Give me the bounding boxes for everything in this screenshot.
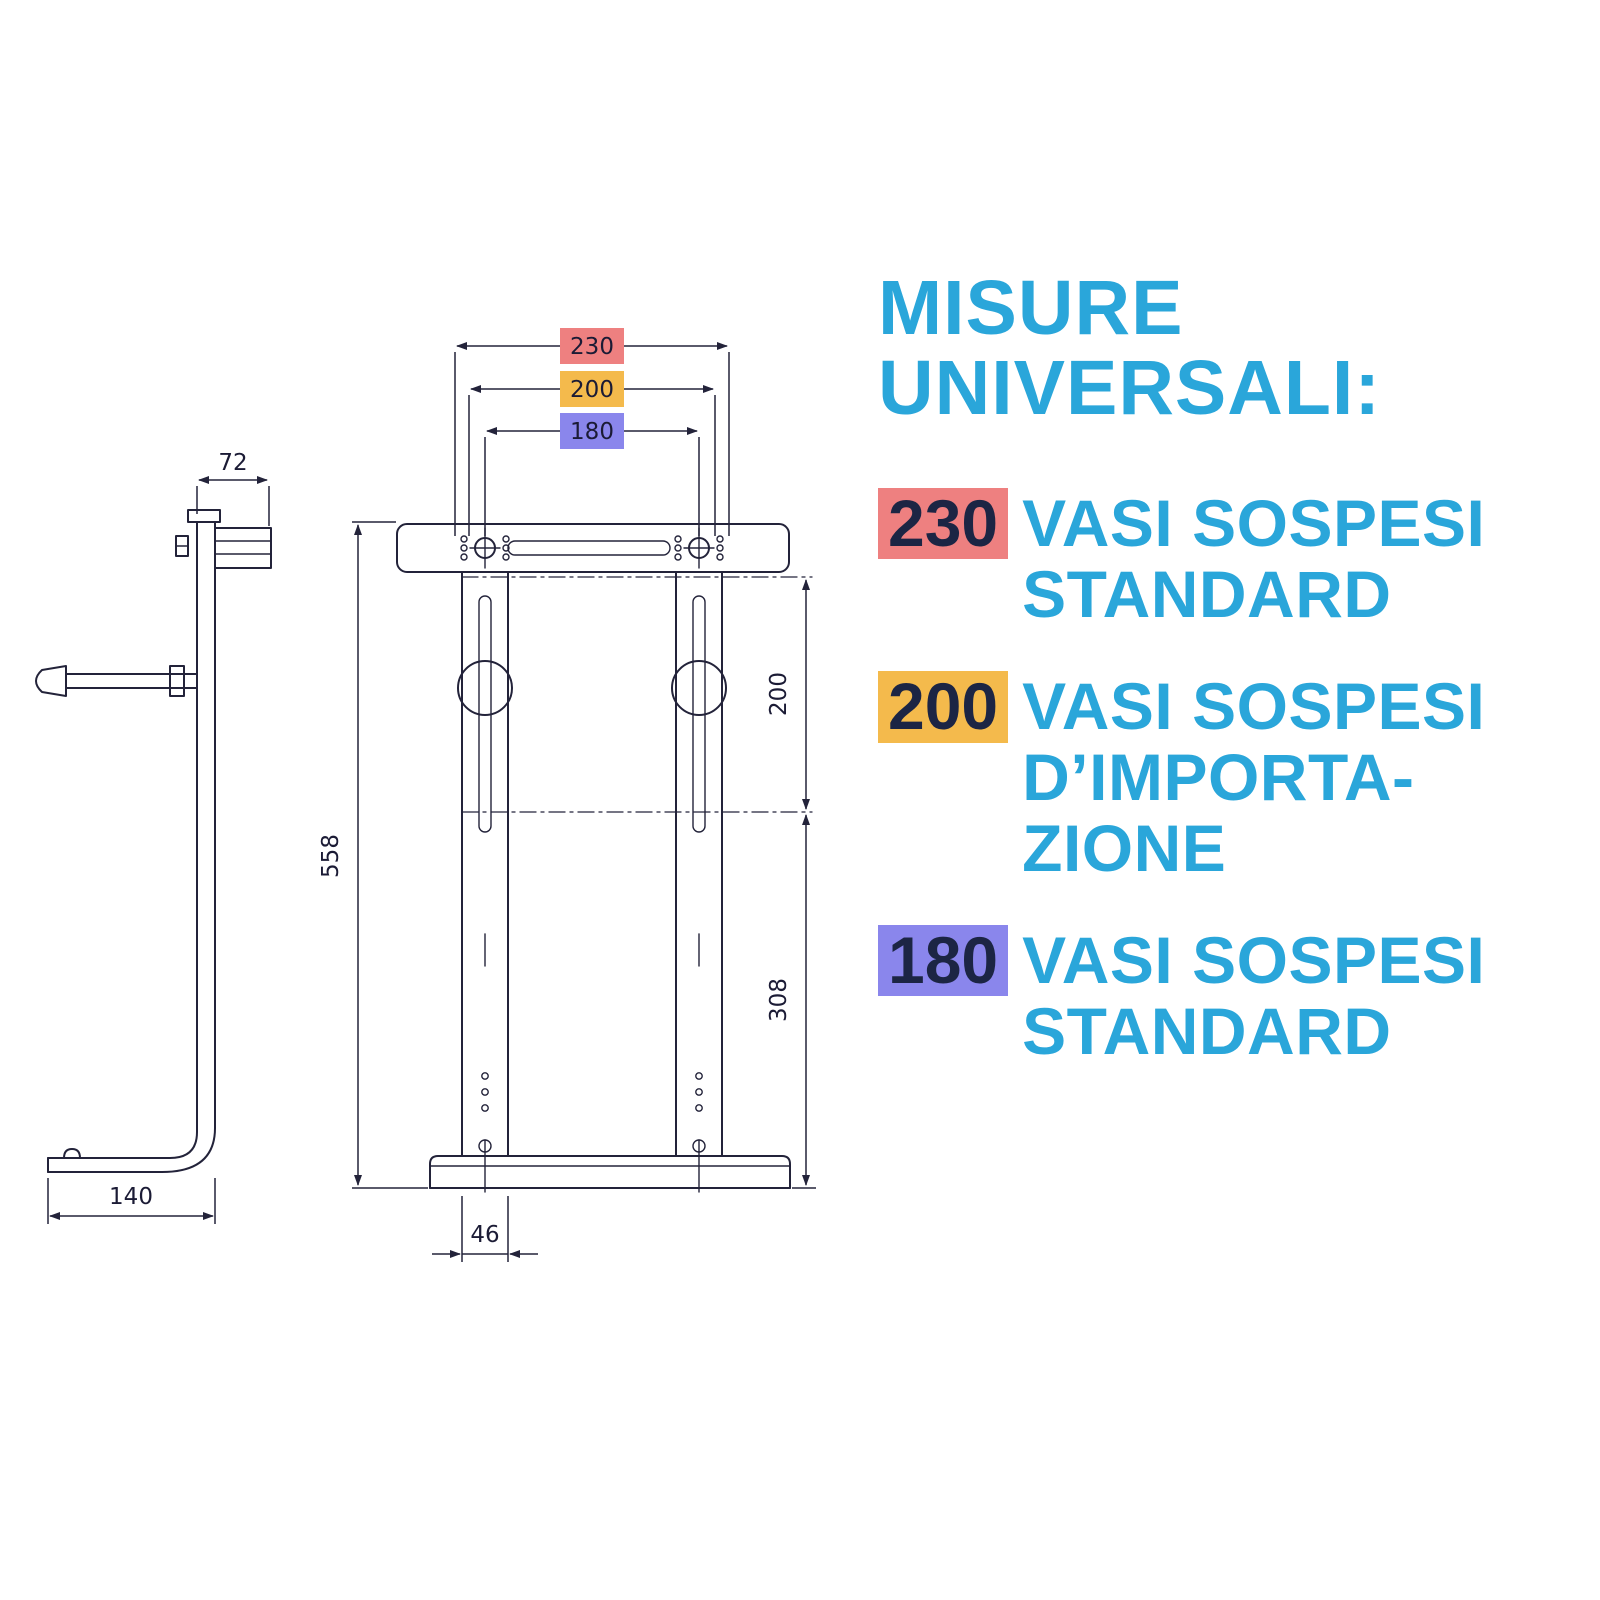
title-line-2: UNIVERSALI:: [878, 345, 1381, 432]
front-view: 230 200 180: [318, 328, 816, 1262]
legend-label-200-line-3: ZIONE: [1022, 810, 1227, 885]
technical-drawing: 72: [35, 328, 816, 1262]
front-frame: [396, 523, 813, 1193]
legend-panel: MISURE UNIVERSALI: 230 VASI SOSPESI STAN…: [878, 268, 1594, 1108]
legend-item-230: 230 VASI SOSPESI STANDARD: [878, 487, 1594, 629]
dim-140-text: 140: [109, 1184, 153, 1210]
title-line-1: MISURE: [878, 265, 1184, 351]
dim-180-text: 180: [570, 419, 614, 445]
dim-180-badge: [560, 413, 624, 449]
dim-200-right: 200: [766, 579, 810, 810]
dim-558: 558: [318, 521, 428, 1189]
legend-label-200-line-1: VASI SOSPESI: [1022, 669, 1486, 744]
bolt-cluster-right: [674, 527, 724, 569]
legend-label-180-line-2: STANDARD: [1022, 993, 1392, 1068]
legend-badge-230: 230: [878, 487, 1009, 560]
dim-558-text: 558: [318, 834, 344, 878]
side-view: 72: [35, 450, 272, 1224]
dim-200-text: 200: [570, 377, 614, 403]
dim-46: 46: [432, 1196, 538, 1262]
dim-46-text: 46: [470, 1222, 499, 1248]
dim-72-text: 72: [218, 450, 247, 476]
legend-badge-180: 180: [878, 924, 1009, 997]
legend-label-180: VASI SOSPESI STANDARD: [1022, 925, 1485, 1066]
legend-label-200: VASI SOSPESI D’IMPORTA- ZIONE: [1022, 671, 1485, 883]
fixing-pin: [35, 665, 198, 697]
legend-item-180: 180 VASI SOSPESI STANDARD: [878, 924, 1594, 1066]
dim-308: 308: [766, 814, 816, 1189]
side-bracket: [35, 509, 272, 1173]
legend-label-180-line-1: VASI SOSPESI: [1022, 923, 1486, 998]
dim-180: 180: [484, 413, 700, 536]
foot-plate: [429, 1139, 791, 1193]
dim-200-badge: [560, 371, 624, 407]
dim-230-badge: [560, 328, 624, 364]
legend-label-230-line-1: VASI SOSPESI: [1022, 486, 1486, 561]
dim-230-text: 230: [570, 334, 614, 360]
legend-label-230: VASI SOSPESI STANDARD: [1022, 488, 1485, 629]
legend-item-200: 200 VASI SOSPESI D’IMPORTA- ZIONE: [878, 671, 1594, 883]
legend-badge-200: 200: [878, 671, 1009, 743]
dim-72: 72: [196, 450, 270, 526]
bolt-cluster-left: [460, 527, 510, 569]
dim-230: 230: [454, 328, 730, 536]
dim-308-text: 308: [766, 978, 792, 1022]
dim-200-right-text: 200: [766, 672, 792, 716]
legend-label-230-line-2: STANDARD: [1022, 556, 1392, 631]
page-title: MISURE UNIVERSALI:: [878, 268, 1594, 428]
legend-label-200-line-2: D’IMPORTA-: [1022, 739, 1415, 814]
dim-200-top: 200: [468, 371, 716, 536]
dim-140: 140: [47, 1178, 216, 1224]
